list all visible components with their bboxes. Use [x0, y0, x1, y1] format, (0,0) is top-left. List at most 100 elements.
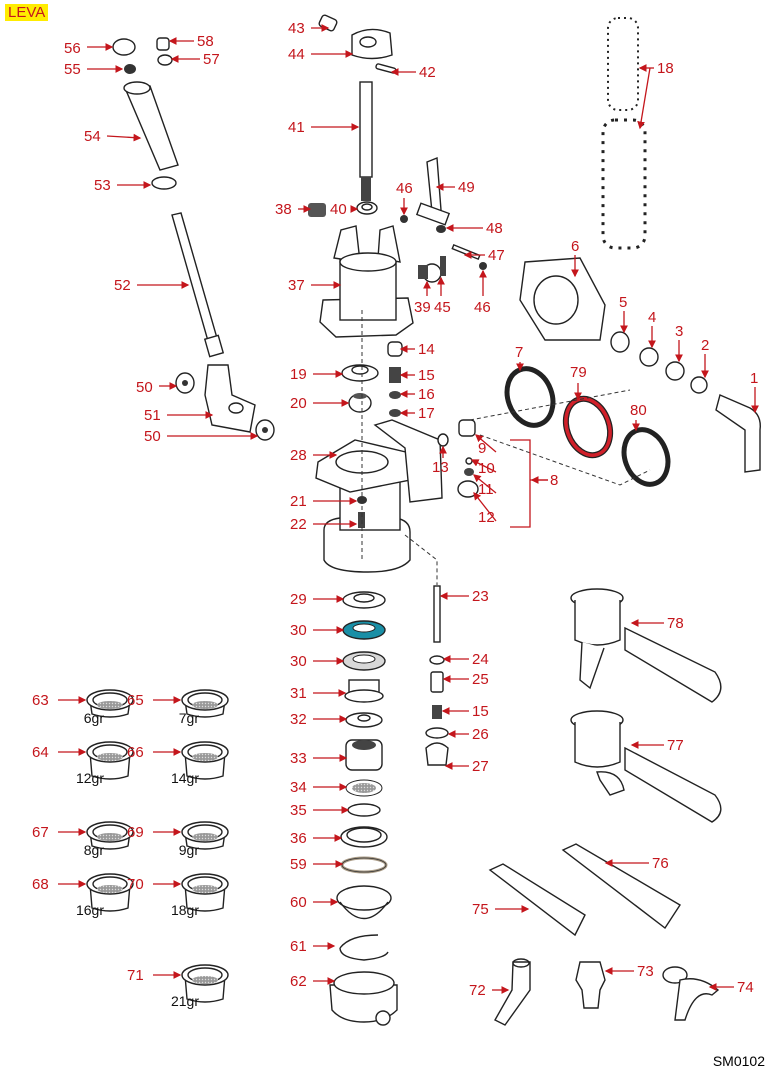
- basket-dose-label: 14gr: [171, 770, 199, 786]
- part-number-label: 18: [657, 60, 674, 77]
- part-number-label: 3: [675, 323, 683, 340]
- callout-40: 40: [330, 201, 359, 218]
- part-number-label: 28: [290, 447, 307, 464]
- callout-20: 20: [290, 395, 350, 412]
- part-number-label: 60: [290, 894, 307, 911]
- part-number-label: 16: [418, 386, 435, 403]
- part-number-label: 36: [290, 830, 307, 847]
- part-number-label: 40: [330, 201, 347, 218]
- part-3-nut: [665, 361, 685, 381]
- part-23-rod: [433, 585, 441, 643]
- basket-number-label: 68: [32, 876, 49, 893]
- part-24-washer: [429, 655, 445, 665]
- part-number-label: 50: [136, 379, 153, 396]
- leader-line: [473, 491, 497, 522]
- part-number-label: 33: [290, 750, 307, 767]
- part-32-ring: [345, 712, 383, 728]
- part-80-gasket: [621, 427, 671, 487]
- part-number-label: 48: [486, 220, 503, 237]
- callout-25: 25: [442, 671, 489, 688]
- part-number-label: 34: [290, 779, 307, 796]
- part-50-bearing-top: [175, 372, 195, 394]
- part-43-pin: [318, 14, 338, 32]
- part-36-ring: [340, 826, 388, 848]
- part-number-label: 29: [290, 591, 307, 608]
- part-6-flange: [519, 257, 606, 341]
- part-number-label: 77: [667, 737, 684, 754]
- part-number-label: 74: [737, 979, 754, 996]
- callout-79: 79: [570, 364, 587, 401]
- part-number-label: 41: [288, 119, 305, 136]
- part-number-label: 59: [290, 856, 307, 873]
- part-number-label: 10: [478, 460, 495, 477]
- callout-72: 72: [469, 982, 510, 999]
- callout-35: 35: [290, 802, 350, 819]
- part-57-bush: [157, 54, 173, 66]
- callout-46a: 46: [396, 180, 413, 216]
- callout-30b: 30: [290, 653, 345, 670]
- callout-34: 34: [290, 779, 348, 796]
- part-54-handle-grip: [123, 81, 179, 171]
- part-number-label: 5: [619, 294, 627, 311]
- callout-58: 58: [168, 33, 214, 50]
- part-number-label: 20: [290, 395, 307, 412]
- callout-28: 28: [290, 447, 338, 464]
- part-48-washer: [436, 225, 446, 233]
- part-30-gasket-teal: [342, 620, 386, 640]
- callout-61: 61: [290, 938, 336, 955]
- part-labels: 1234567891011121314151617181920212223242…: [64, 20, 759, 999]
- leader-line: [106, 133, 142, 142]
- callout-8: 8: [530, 472, 558, 489]
- part-number-label: 13: [432, 459, 449, 476]
- callout-24: 24: [442, 651, 489, 668]
- basket-number-label: 67: [32, 824, 49, 841]
- part-72-spout: [494, 958, 531, 1026]
- callout-77: 77: [630, 737, 684, 754]
- part-41-piston-rod: [359, 81, 373, 201]
- part-16-washer: [389, 391, 401, 399]
- part-1-pipe: [715, 394, 761, 473]
- drawing-code: SM0102: [712, 1053, 765, 1069]
- leader-line: [475, 434, 497, 453]
- callout-48: 48: [445, 220, 503, 237]
- part-62-group-cap: [329, 971, 398, 1026]
- basket-number-label: 63: [32, 692, 49, 709]
- part-number-label: 31: [290, 685, 307, 702]
- part-number-label: 42: [419, 64, 436, 81]
- callout-32: 32: [290, 711, 348, 728]
- basket-dose-label: 7gr: [179, 710, 200, 726]
- callout-54: 54: [84, 128, 142, 145]
- callout-26: 26: [447, 726, 489, 743]
- part-number-label: 55: [64, 61, 81, 78]
- part-29-ring: [342, 591, 386, 609]
- part-number-label: 26: [472, 726, 489, 743]
- part-number-label: 45: [434, 299, 451, 316]
- part-52-lever-arm: [171, 212, 225, 358]
- basket-dose-label: 18gr: [171, 902, 199, 918]
- part-2-washer: [690, 376, 708, 394]
- part-number-label: 35: [290, 802, 307, 819]
- part-30-gasket-grey: [342, 651, 386, 671]
- callout-50b: 50: [144, 428, 259, 445]
- part-number-label: 24: [472, 651, 489, 668]
- part-number-label: 73: [637, 963, 654, 980]
- part-50-bearing-bottom: [255, 419, 275, 441]
- part-60-cup: [336, 885, 392, 919]
- part-number-label: 54: [84, 128, 101, 145]
- callout-59: 59: [290, 856, 344, 873]
- callout-78: 78: [630, 615, 684, 632]
- basket-number-label: 71: [127, 967, 144, 984]
- callout-17: 17: [399, 405, 435, 422]
- part-number-label: 8: [550, 472, 558, 489]
- part-number-label: 51: [144, 407, 161, 424]
- part-15-spring-bottom: [432, 705, 442, 719]
- leader-line: [472, 474, 497, 494]
- part-17-washer: [389, 409, 401, 417]
- callout-50a: 50: [136, 379, 178, 396]
- callout-42: 42: [390, 64, 436, 81]
- part-56-cap: [112, 38, 136, 56]
- callout-21: 21: [290, 493, 358, 510]
